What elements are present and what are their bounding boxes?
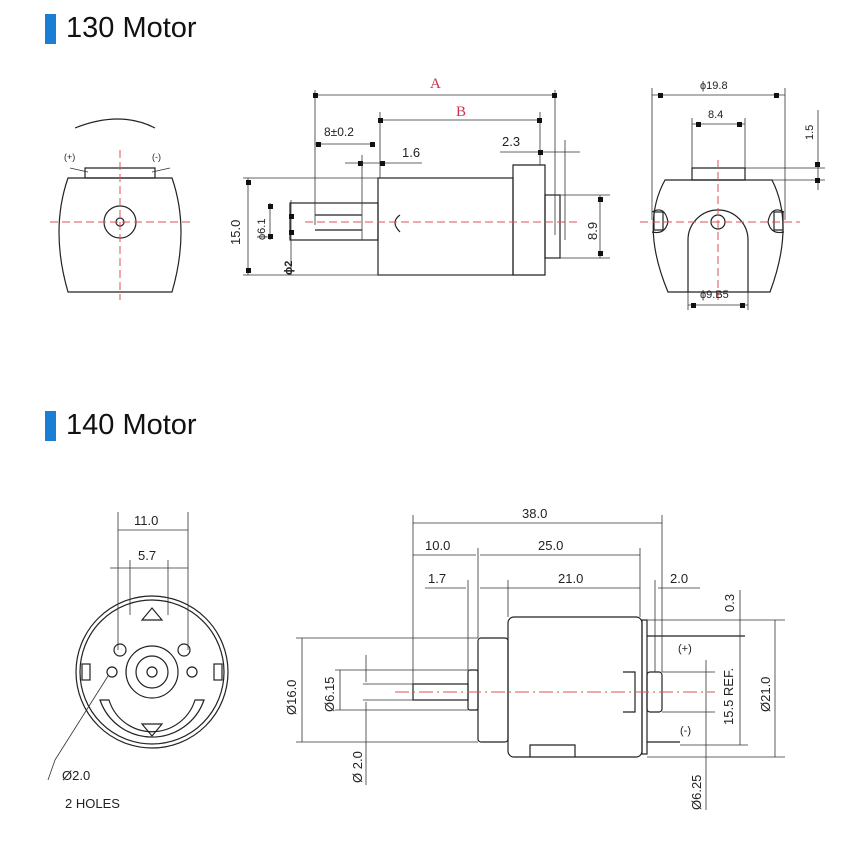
dim-2-3: 2.3 [502, 134, 520, 149]
dim-tab: 8.4 [708, 109, 723, 121]
plus-label: (+) [64, 152, 75, 162]
dim-total: 38.0 [522, 506, 547, 521]
dim-dia21: Ø21.0 [758, 677, 773, 712]
dim-1-6: 1.6 [402, 145, 420, 160]
dim-rear: 8.9 [585, 222, 600, 240]
dim-shaft-10: 10.0 [425, 538, 450, 553]
motor130-front-view: (+) (-) [50, 118, 190, 300]
motor130-side-view: A B 8±0.2 1.6 2.3 15.0 ϕ6.1 ϕ2 8.9 [228, 76, 610, 276]
holes-label: 2 HOLES [65, 796, 120, 811]
dim-can-21: 21.0 [558, 571, 583, 586]
dim-ref: 15.5 REF. [721, 668, 736, 725]
plus-label: (+) [678, 643, 692, 655]
dim-boss-rear: ϕ9.B5 [700, 289, 729, 301]
dim-boss: ϕ6.1 [256, 219, 268, 240]
dim-B: B [456, 104, 466, 120]
section-title-140: 140 Motor [45, 409, 197, 442]
dim-dia2: Ø 2.0 [350, 751, 365, 783]
dim-5-7: 5.7 [138, 548, 156, 563]
dim-shaft-length: 8±0.2 [324, 125, 354, 139]
dim-width: ϕ19.8 [700, 80, 728, 92]
motor140-side-view: 38.0 10.0 25.0 1.7 21.0 2.0 Ø16.0 Ø6.15 … [284, 506, 785, 810]
motor140-front-view: 11.0 5.7 Ø2.0 2 HOLES [47, 512, 229, 811]
dim-tab-height: 1.5 [804, 125, 816, 140]
dim-A: A [430, 76, 441, 92]
dim-body-25: 25.0 [538, 538, 563, 553]
dim-height: 15.0 [228, 220, 243, 245]
title-marker [45, 410, 56, 441]
minus-label: (-) [680, 725, 691, 737]
section-title-130: 130 Motor [45, 12, 197, 45]
title-text: 130 Motor [66, 12, 197, 44]
dim-dia615: Ø6.15 [322, 677, 337, 712]
dim-dia625: Ø6.25 [689, 775, 704, 810]
dim-1-7: 1.7 [428, 571, 446, 586]
minus-label: (-) [152, 152, 161, 162]
dim-0-3: 0.3 [722, 594, 737, 612]
dim-2-0: 2.0 [670, 571, 688, 586]
title-text: 140 Motor [66, 409, 197, 441]
title-marker [45, 13, 56, 44]
dim-11: 11.0 [134, 513, 158, 528]
motor130-rear-view: ϕ19.8 8.4 1.5 ϕ9.B5 [640, 80, 825, 310]
dim-holes-diameter: Ø2.0 [62, 768, 90, 783]
dim-dia16: Ø16.0 [284, 680, 299, 715]
dim-shaft: ϕ2 [283, 261, 295, 275]
